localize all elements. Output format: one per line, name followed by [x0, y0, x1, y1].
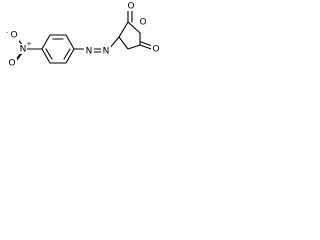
azo-n2-bg: [101, 44, 111, 54]
atom-labels: N + O - O N N O O O: [6, 1, 161, 69]
nitro-o-top-charge: -: [6, 30, 8, 37]
azo-n1-bg: [84, 44, 94, 54]
nitro-o-bottom-label: O: [8, 59, 15, 69]
azo-n1-label: N: [86, 47, 93, 57]
ketone-o-right-label: O: [152, 45, 159, 55]
ketone-o-right-bg: [151, 44, 161, 54]
benzene-ring: [41, 34, 75, 64]
ring-o-label: O: [139, 18, 146, 28]
nitro-n-charge: +: [26, 41, 31, 48]
furanone-outline: [118, 21, 141, 50]
nitro-n-label: N: [20, 45, 27, 55]
molecule-diagram: N + O - O N N O O O: [0, 0, 164, 84]
ketone-o-top-label: O: [127, 2, 134, 12]
benzene-double-bond-right: [63, 48, 71, 60]
furanone-ring: [118, 7, 156, 51]
ketone-o-top-bg: [126, 1, 136, 11]
nitro-o-bottom-bg: [8, 58, 17, 68]
nitro-n-bg: [18, 44, 27, 54]
nitro-o-top-bg: [10, 32, 19, 42]
benzene-double-bond-left: [45, 48, 53, 60]
ring-o-bg: [137, 17, 146, 27]
nitro-o-top-label: O: [10, 31, 17, 41]
azo-n2-label: N: [103, 47, 110, 57]
structure-svg: N + O - O N N O O O: [6, 1, 161, 69]
azo-linkage: [73, 36, 120, 53]
